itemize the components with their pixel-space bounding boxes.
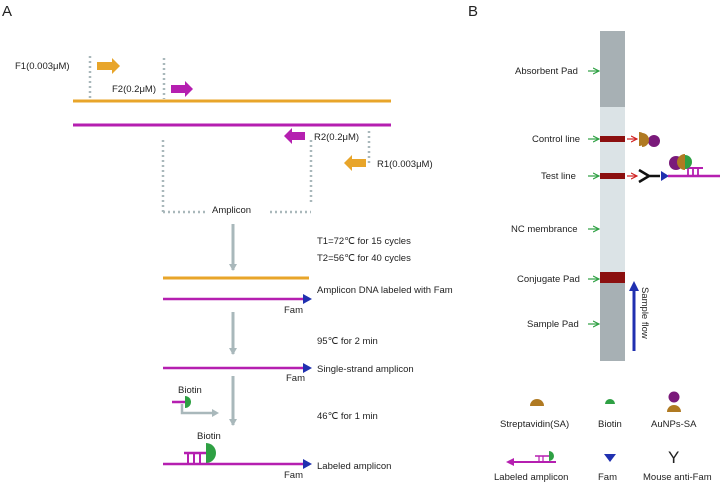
fam-label-3: Fam	[284, 470, 303, 481]
step-95-label: 95℃ for 2 min	[317, 336, 378, 347]
panel-b: B Absorbent Pad Control line Test line N…	[468, 3, 720, 361]
sample-flow-label: Sample flow	[639, 287, 650, 339]
test-line-band	[600, 173, 625, 179]
legend-aunp-sa-icon	[667, 405, 681, 412]
sample-pad-label: Sample Pad	[527, 319, 579, 330]
biotin-primer-extension	[180, 404, 213, 415]
conjugate-pad-label: Conjugate Pad	[517, 274, 580, 285]
legend-sa-icon	[530, 399, 544, 406]
legend-biotin-icon	[605, 399, 615, 404]
f2-primer-arrow	[171, 81, 193, 97]
legend-labeled-amplicon-label: Labeled amplicon	[494, 472, 568, 483]
f2-label: F2(0.2μM)	[112, 84, 156, 95]
r1-primer-arrow	[344, 155, 366, 171]
absorbent-pad-label: Absorbent Pad	[515, 66, 578, 77]
r2-label: R2(0.2μM)	[314, 132, 359, 143]
labeled-amplicon-label: Labeled amplicon	[317, 461, 391, 472]
f1-primer-arrow	[97, 58, 120, 74]
amplicon-label: Amplicon	[212, 205, 251, 216]
biotin-capture-test	[685, 155, 692, 169]
panel-a-letter: A	[2, 3, 12, 20]
test-line-label: Test line	[541, 171, 576, 182]
fam-marker-3	[303, 459, 312, 469]
sa-capture-test	[677, 154, 685, 170]
aunp-control	[648, 135, 660, 147]
legend-aunps-sa-label: AuNPs-SA	[651, 419, 697, 430]
panel-a: A F1(0.003μM) F2(0.2μM) R2(0.2μM) R1(0.0…	[2, 3, 453, 481]
fam-label-1: Fam	[284, 305, 303, 316]
fam-marker-1	[303, 294, 312, 304]
nc-membrance-label: NC membrance	[511, 224, 578, 235]
r1-label: R1(0.003μM)	[377, 159, 433, 170]
legend-fam-label: Fam	[598, 472, 617, 483]
single-strand-label: Single-strand amplicon	[317, 364, 414, 375]
legend-amplicon-head	[506, 458, 514, 466]
f1-label: F1(0.003μM)	[15, 61, 70, 72]
legend-sa-label: Streptavidin(SA)	[500, 419, 569, 430]
control-line-band	[600, 136, 625, 142]
conjugate-pad-band	[600, 272, 625, 283]
legend-mouse-anti-fam-label: Mouse anti-Fam	[643, 472, 712, 483]
sa-capture-control	[642, 133, 649, 147]
legend-aunp-icon	[668, 391, 680, 403]
fam-label-2: Fam	[286, 373, 305, 384]
biotin-extension-head	[212, 409, 219, 417]
legend-antibody-icon: Y	[668, 448, 679, 467]
antibody-capture-icon	[638, 168, 660, 184]
r2-primer-arrow	[284, 128, 305, 144]
panel-b-letter: B	[468, 3, 478, 20]
biotin-label-1: Biotin	[178, 385, 202, 396]
amplicon-labeled-label: Amplicon DNA labeled with Fam	[317, 285, 453, 296]
sample-pad-region	[600, 283, 625, 361]
fam-capture-icon	[661, 171, 669, 181]
biotin-small-icon	[185, 396, 191, 408]
legend: Streptavidin(SA) Biotin AuNPs-SA Labeled…	[494, 391, 712, 483]
legend-fam-icon	[604, 454, 616, 462]
biotin-label-2: Biotin	[197, 431, 221, 442]
legend-amplicon-biotin	[549, 451, 554, 461]
cycle-t2-label: T2=56℃ for 40 cycles	[317, 253, 411, 264]
legend-biotin-label: Biotin	[598, 419, 622, 430]
biotin-icon	[206, 443, 216, 463]
control-line-label: Control line	[532, 134, 580, 145]
fam-marker-2	[303, 363, 312, 373]
cycle-t1-label: T1=72℃ for 15 cycles	[317, 236, 411, 247]
absorbent-pad-region	[600, 31, 625, 107]
step-46-label: 46℃ for 1 min	[317, 411, 378, 422]
